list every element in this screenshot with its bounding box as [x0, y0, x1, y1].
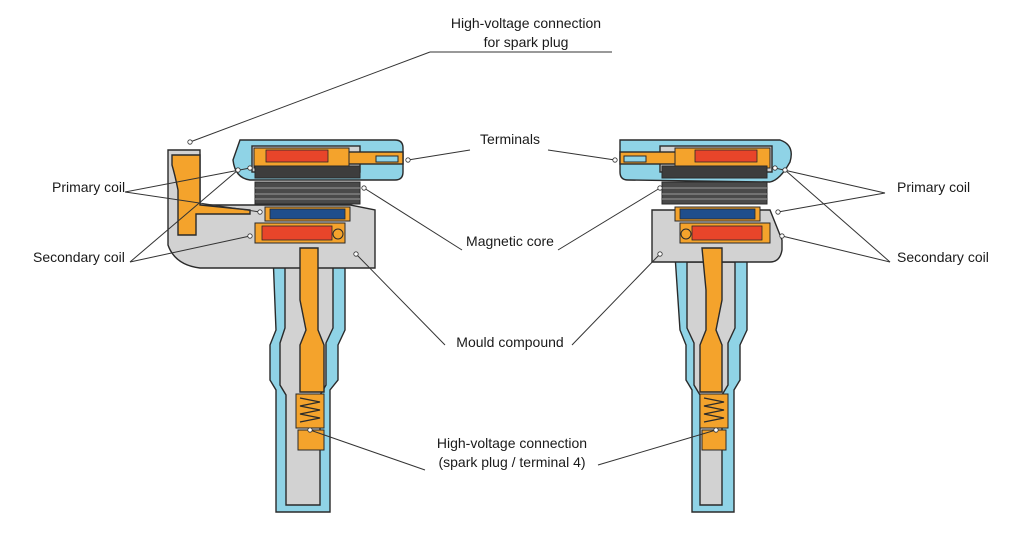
- right-hv-conductor: [699, 247, 723, 393]
- right-secondary-coil: [679, 222, 771, 244]
- label-secondary-coil-left: Secondary coil: [33, 249, 125, 265]
- label-terminals: Terminals: [480, 131, 540, 147]
- left-ignition-coil: [167, 139, 404, 513]
- left-magnetic-core: [254, 165, 361, 205]
- label-magnetic-core: Magnetic core: [466, 233, 554, 249]
- left-top-primary-winding: [253, 147, 350, 169]
- right-spring: [699, 393, 729, 451]
- right-ignition-coil: [619, 139, 792, 513]
- leader-lines: [124, 51, 891, 471]
- label-hv-bottom-line1: High-voltage connection: [437, 435, 587, 451]
- labels: High-voltage connection for spark plug T…: [33, 15, 989, 470]
- left-secondary-coil: [254, 222, 346, 244]
- right-magnetic-core: [661, 165, 768, 205]
- left-spring: [295, 393, 325, 451]
- label-hv-top-line1: High-voltage connection: [451, 15, 601, 31]
- label-hv-top-line2: for spark plug: [484, 34, 569, 50]
- label-primary-coil-right: Primary coil: [897, 179, 970, 195]
- right-top-primary-winding: [674, 147, 771, 169]
- label-primary-coil-left: Primary coil: [52, 179, 125, 195]
- label-hv-bottom-line2: (spark plug / terminal 4): [438, 454, 585, 470]
- left-hv-conductor: [299, 247, 325, 393]
- left-primary-coil: [264, 206, 351, 222]
- label-mould-compound: Mould compound: [456, 334, 563, 350]
- label-secondary-coil-right: Secondary coil: [897, 249, 989, 265]
- right-primary-coil: [674, 206, 761, 222]
